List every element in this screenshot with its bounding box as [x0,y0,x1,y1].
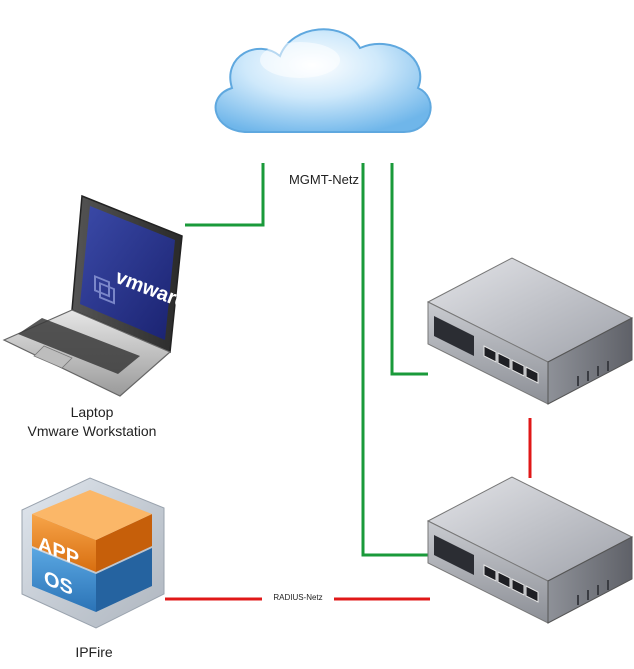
switch1-mgmt-link [390,163,428,376]
switch2-mgmt-link [361,163,428,557]
laptop-mgmt-link [185,163,265,227]
mgmt-links [185,163,428,557]
vmware-logo-icon [94,274,115,305]
laptop-label-line2: Vmware Workstation [27,423,157,439]
mgmt-net-label: MGMT-Netz [288,172,360,187]
laptop-label: Laptop Vmware Workstation [12,403,172,441]
ipfire-label: IPFire [75,644,113,660]
laptop-icon: vmware [2,194,190,397]
cloud-icon [214,28,432,133]
switch-icon [426,257,634,405]
radius-net-label: RADIUS-Netz [262,592,334,604]
virtual-appliance-icon: APP OS [21,477,165,629]
laptop-label-line1: Laptop [70,404,114,420]
switch-icon [426,476,634,624]
